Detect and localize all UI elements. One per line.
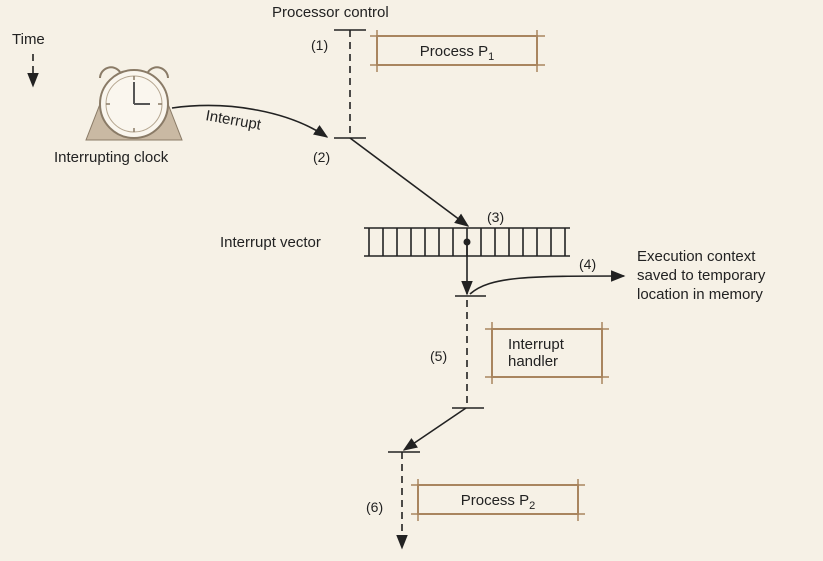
step-2-label: (2): [313, 149, 330, 165]
step-3-label: (3): [487, 209, 504, 225]
step-1-label: (1): [311, 37, 328, 53]
interrupt-arrow: [171, 104, 329, 138]
process-p1-box: Process P1: [370, 30, 545, 72]
time-label: Time: [12, 31, 45, 48]
step-5-label: (5): [430, 348, 447, 364]
interrupt-handler-line1: Interrupt: [508, 336, 565, 353]
interrupt-handler-line2: handler: [508, 353, 558, 370]
process-p2-box: Process P2: [411, 479, 585, 521]
context-save-arrow: [469, 270, 626, 295]
return-arrow: [402, 407, 467, 451]
interrupt-arrow-label: Interrupt: [204, 107, 263, 134]
interrupt-vector-label: Interrupt vector: [220, 234, 321, 251]
context-saved-line1: Execution context: [637, 248, 756, 265]
process-p2-label: Process P2: [461, 492, 535, 512]
context-saved-line2: saved to temporary: [637, 267, 766, 284]
vector-lookup-arrow: [349, 137, 470, 227]
processor-control-label: Processor control: [272, 4, 389, 21]
clock-label: Interrupting clock: [54, 149, 169, 166]
process-p1-label: Process P1: [420, 43, 494, 63]
alarm-clock-icon: [85, 66, 183, 141]
step-4-label: (4): [579, 256, 596, 272]
interrupt-handler-box: Interrupt handler: [485, 322, 609, 384]
step-6-label: (6): [366, 499, 383, 515]
context-saved-line3: location in memory: [637, 286, 763, 303]
